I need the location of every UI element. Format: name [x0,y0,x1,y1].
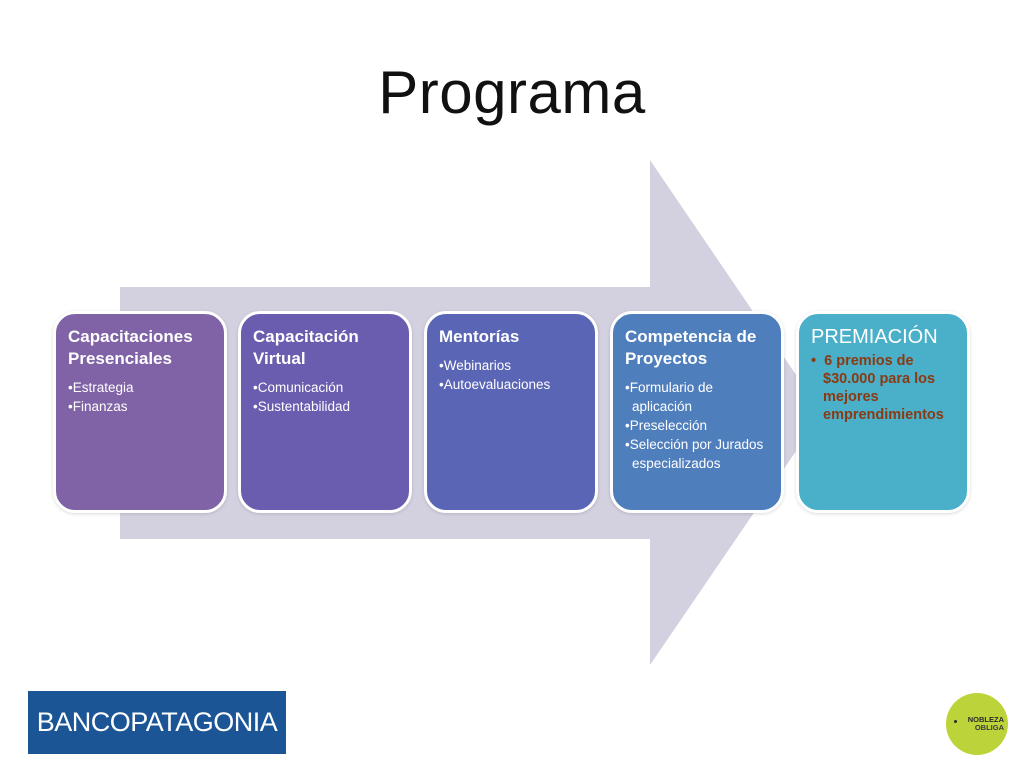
stage-items: Comunicación Sustentabilidad [253,378,399,416]
stage-item: 6 premios de $30.000 para los mejores em… [811,352,957,424]
stage-item: Formulario de aplicación [625,378,771,416]
stage-title: Capacitación Virtual [253,327,359,368]
stage-title: Mentorías [439,327,520,346]
stage-item: Estrategia [68,378,214,397]
stage-capacitaciones-presenciales: Capacitaciones Presenciales Estrategia F… [53,311,227,513]
stage-item: Comunicación [253,378,399,397]
stage-title: Competencia de Proyectos [625,327,757,368]
stage-title: PREMIACIÓN [811,326,938,348]
stage-items: 6 premios de $30.000 para los mejores em… [811,352,957,424]
stage-items: Estrategia Finanzas [68,378,214,416]
logo-dot-icon [954,720,957,723]
stage-title: Capacitaciones Presenciales [68,327,193,368]
bancopatagonia-logo: BANCOPATAGONIA [28,691,286,754]
stage-items: Formulario de aplicación Preselección Se… [625,378,771,473]
stage-mentorias: Mentorías Webinarios Autoevaluaciones [424,311,598,513]
stage-items: Webinarios Autoevaluaciones [439,356,585,394]
stage-item: Autoevaluaciones [439,375,585,394]
bank-logo-text: BANCOPATAGONIA [36,707,278,737]
slide-title: Programa [378,59,646,126]
stage-competencia-de-proyectos: Competencia de Proyectos Formulario de a… [610,311,784,513]
stage-item: Webinarios [439,356,585,375]
stage-premiacion: PREMIACIÓN 6 premios de $30.000 para los… [796,311,970,513]
nobleza-obliga-logo: NOBLEZA OBLIGA [946,693,1008,755]
stage-item: Selección por Jurados especializados [625,435,771,473]
stage-item: Sustentabilidad [253,397,399,416]
nobleza-logo-line1: NOBLEZA [967,715,1004,724]
nobleza-logo-line2: OBLIGA [974,723,1004,732]
stage-capacitacion-virtual: Capacitación Virtual Comunicación Susten… [238,311,412,513]
stage-item: Finanzas [68,397,214,416]
stage-item: Preselección [625,416,771,435]
